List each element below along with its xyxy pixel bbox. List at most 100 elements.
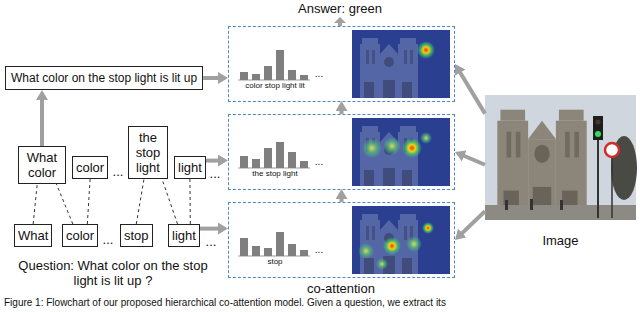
attention-bars: [300, 75, 308, 80]
attention-bars: [238, 80, 310, 81]
ellipsis: ...: [311, 242, 327, 257]
answer-arrow: [334, 17, 346, 26]
attention-bars: [238, 256, 310, 257]
attention-heatmap: [352, 206, 450, 274]
dashed-link: [136, 179, 144, 224]
word-box: color: [62, 224, 98, 247]
dashed-link: [33, 184, 37, 224]
dashed-link: [87, 179, 90, 224]
attention-heatmap: [417, 41, 435, 59]
answer-arrow: [334, 17, 346, 23]
node-text: color: [76, 160, 104, 175]
attention-bars: [264, 66, 272, 80]
input-photo: [596, 120, 601, 125]
question-box: What color on the stop light is lit up: [5, 66, 203, 90]
attention-heatmap: [406, 236, 422, 252]
word-box: stop: [120, 224, 153, 247]
phrase-box: color: [72, 156, 108, 179]
node-text: What color on the stop light is lit up: [11, 70, 197, 86]
phrase-box: What color: [18, 146, 66, 184]
dashed-link: [56, 184, 72, 224]
co-attention-panel: stop: [228, 202, 455, 278]
attention-heatmap: [352, 30, 450, 274]
dashed-link: [162, 179, 178, 224]
node-text: light: [178, 160, 202, 175]
attention-bars: [252, 246, 260, 256]
attention-bars: [288, 244, 296, 256]
attention-bars: [240, 156, 248, 168]
node-text: stop: [229, 257, 321, 267]
co-attention-panel: the stop light: [228, 114, 455, 190]
node-text: color stop light lit: [229, 81, 321, 91]
attention-bars: [276, 142, 284, 168]
node-text: What color: [22, 150, 62, 180]
node-text: stop: [124, 228, 149, 243]
dashed-link: [189, 179, 190, 224]
attention-heatmap: [383, 237, 401, 255]
input-photo: [485, 95, 637, 220]
phrase-box: light: [174, 156, 206, 179]
attention-heatmap: [362, 138, 382, 158]
input-photo: [485, 95, 636, 220]
attention-bars: [288, 70, 296, 80]
attention-bars: [252, 74, 260, 80]
flow-arrow: [200, 227, 221, 231]
attention-bars: [276, 50, 284, 80]
attention-bars: [264, 148, 272, 168]
word-box: What: [14, 224, 52, 247]
input-photo: [611, 157, 613, 218]
input-photo: [530, 199, 533, 210]
co-attention-panel: color stop light lit: [228, 26, 455, 102]
flow-arrow: [459, 70, 485, 114]
ellipsis: ...: [100, 232, 116, 247]
ellipsis: ...: [207, 166, 223, 181]
attention-heatmap: [360, 38, 418, 98]
attention-bars: [240, 72, 248, 80]
ellipsis: ...: [311, 154, 327, 169]
attention-heatmap: [352, 30, 450, 98]
ellipsis: ...: [203, 234, 219, 249]
section-label: co-attention: [286, 281, 396, 296]
node-text: color: [66, 228, 94, 243]
node-text: light: [172, 228, 196, 243]
figure-caption: Figure 1: Flowchart of our proposed hier…: [4, 297, 446, 309]
image-input: Image: [485, 95, 636, 250]
question-text: Question: What color on the stop light i…: [8, 258, 218, 288]
flow-arrow: [203, 76, 221, 80]
input-photo: [593, 116, 603, 140]
node-text: What: [18, 228, 48, 243]
node-text: Image: [485, 233, 636, 248]
ellipsis: ...: [311, 66, 327, 81]
attention-heatmap: [422, 222, 434, 234]
flow-arrow: [206, 159, 221, 163]
attention-bars: [264, 248, 272, 256]
attention-heatmap: [376, 258, 388, 270]
attention-bars: [238, 168, 310, 169]
attention-heatmap: [352, 118, 450, 186]
node-text: the stop light: [132, 130, 164, 175]
input-photo: [605, 143, 619, 157]
input-photo: [595, 131, 601, 137]
attention-bars: [238, 50, 310, 256]
answer-text: Answer: green: [280, 1, 400, 16]
attention-bars: [252, 159, 260, 168]
attention-heatmap: [358, 243, 374, 259]
attention-heatmap: [402, 138, 422, 158]
attention-bars: [276, 232, 284, 256]
flow-arrow: [40, 97, 44, 146]
phrase-box: the stop light: [128, 126, 168, 179]
attention-heatmap: [383, 137, 401, 155]
ellipsis: ...: [110, 164, 126, 179]
node-text: the stop light: [229, 169, 321, 179]
input-photo: [497, 110, 586, 220]
attention-bars: [240, 238, 248, 256]
attention-bars: [300, 250, 308, 256]
attention-heatmap: [420, 132, 432, 144]
input-photo: [505, 200, 508, 210]
input-photo: [560, 200, 563, 210]
word-box: light: [168, 224, 200, 247]
attention-bars: [288, 152, 296, 168]
input-photo: [597, 140, 599, 218]
attention-bars: [300, 161, 308, 168]
flow-arrow: [461, 155, 485, 165]
